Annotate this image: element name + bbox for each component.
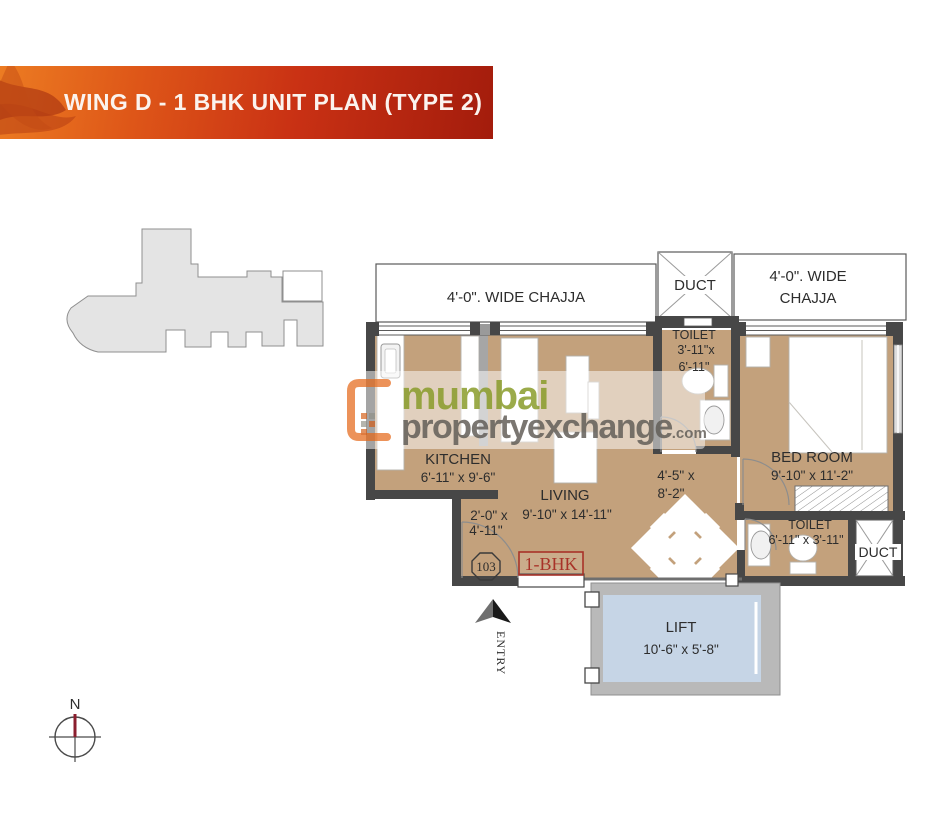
toilet-top-dim2: 6'-11" xyxy=(679,360,710,374)
room-labels: TOILET 3'-11"x 6'-11" KITCHEN 6'-11" x 9… xyxy=(421,328,853,547)
chajja-left: 4'-0". WIDE CHAJJA xyxy=(375,263,657,323)
bedroom-side-table xyxy=(745,336,771,368)
key-plan-highlight-notch xyxy=(282,270,323,302)
unit-number-badge: 103 xyxy=(471,552,501,581)
duct-bottom-label: DUCT xyxy=(859,544,898,560)
entry-passage-dim1: 2'-0" x xyxy=(470,508,508,523)
bedroom-dims: 9'-10" x 11'-2" xyxy=(771,468,853,483)
unit-type-label: 1-BHK xyxy=(525,554,578,574)
entry-label: ENTRY xyxy=(494,631,508,675)
toilet-bottom-wc xyxy=(788,534,818,562)
duct-bottom: DUCT xyxy=(855,519,901,577)
property-exchange-logo-icon xyxy=(347,379,391,441)
bedroom-bed xyxy=(788,336,888,454)
toilet-top-label: TOILET xyxy=(672,328,716,342)
toilet-bottom-door xyxy=(744,518,777,551)
entry-passage-dim2: 4'-11" xyxy=(469,523,503,538)
key-plan-building-outline xyxy=(66,228,324,353)
lift-wall-jamb xyxy=(725,573,739,587)
entry-door-threshold xyxy=(517,573,585,588)
title-banner: WING D - 1 BHK UNIT PLAN (TYPE 2) xyxy=(0,66,493,139)
passage-dim2: 8'-2" xyxy=(658,486,685,501)
living-label: LIVING xyxy=(540,487,589,504)
toilet-bottom-cistern xyxy=(789,561,817,575)
page-title: WING D - 1 BHK UNIT PLAN (TYPE 2) xyxy=(64,89,483,115)
duct-top: DUCT xyxy=(657,251,733,319)
toilet-top-dim1: 3'-11"x xyxy=(677,343,715,357)
lift-door-jamb-bottom xyxy=(584,667,600,684)
chajja-left-label: 4'-0". WIDE CHAJJA xyxy=(447,289,585,306)
lift-label: LIFT xyxy=(666,619,697,636)
chajja-right-label-2: CHAJJA xyxy=(780,290,837,307)
toilet-top-basin xyxy=(703,405,725,435)
watermark-brand-suffix: .com xyxy=(671,425,707,442)
lift-dims: 10'-6" x 5'-8" xyxy=(643,642,719,657)
dining-table-set xyxy=(630,493,740,603)
unit-type-badge: 1-BHK xyxy=(518,551,584,576)
toilet-bottom-label: TOILET xyxy=(788,518,832,532)
toilet-bottom-basin xyxy=(750,530,772,560)
bedroom-wardrobe xyxy=(794,485,889,513)
living-dims: 9'-10" x 14'-11" xyxy=(522,507,612,522)
entry-door xyxy=(461,521,519,579)
compass: N xyxy=(49,696,101,762)
lift: LIFT 10'-6" x 5'-8" xyxy=(584,573,781,696)
lift-cab xyxy=(603,595,761,682)
compass-north-label: N xyxy=(70,696,81,713)
lift-door-jamb-top xyxy=(584,591,600,608)
kitchen-label: KITCHEN xyxy=(425,451,491,468)
toilet-bottom-dims: 6'-11" x 3'-11" xyxy=(768,533,843,547)
watermark-brand-line1: mumbai xyxy=(401,374,549,418)
bedroom-label: BED ROOM xyxy=(771,449,853,466)
watermark: mumbai propertyexchange.com xyxy=(341,371,707,449)
duct-top-label: DUCT xyxy=(674,277,716,294)
passage-dim1: 4'-5" x xyxy=(657,468,695,483)
chajja-right: 4'-0". WIDE CHAJJA xyxy=(733,253,907,321)
bedroom-door xyxy=(742,458,790,506)
watermark-brand-line2: propertyexchange xyxy=(401,408,673,446)
unit-number: 103 xyxy=(476,559,496,574)
banner-swirl-decoration xyxy=(0,66,76,135)
entry-arrow: ENTRY xyxy=(475,599,511,675)
chajja-right-label-1: 4'-0". WIDE xyxy=(769,268,846,285)
kitchen-dims: 6'-11" x 9'-6" xyxy=(421,470,496,485)
toilet-top-cistern xyxy=(713,364,729,398)
